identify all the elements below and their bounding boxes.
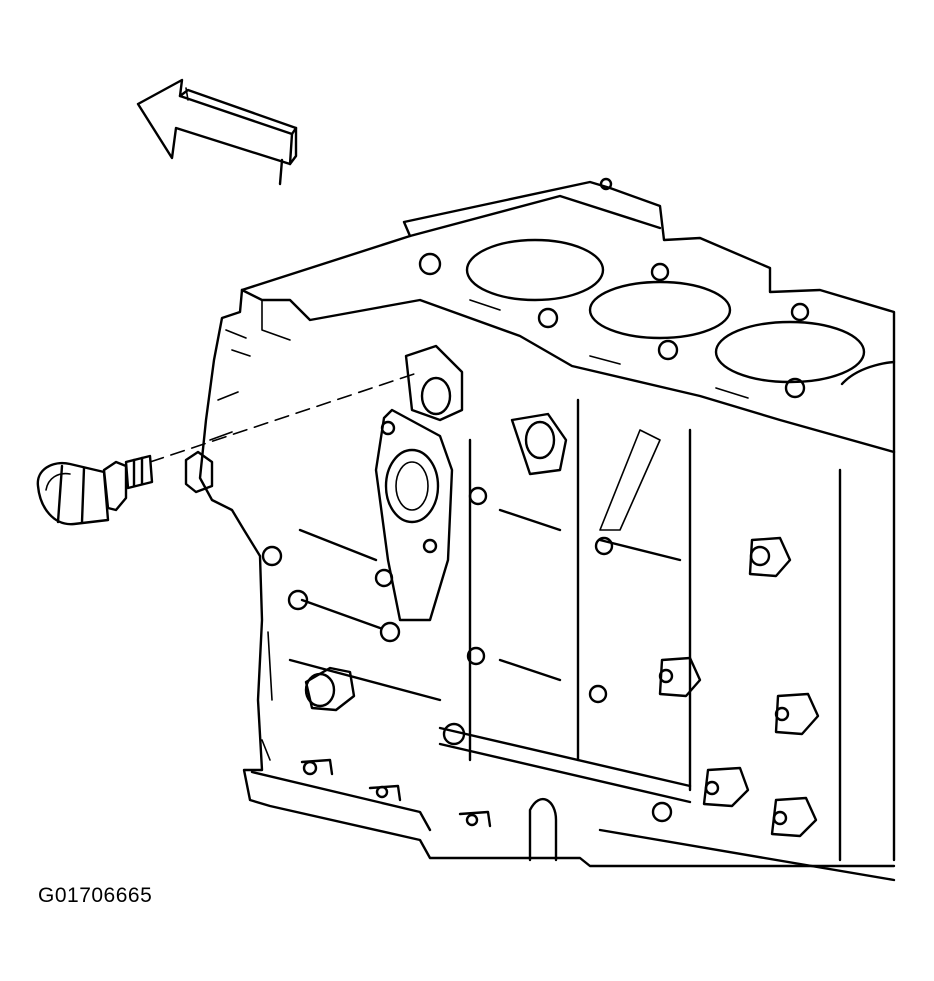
coolant-temperature-sensor (36, 454, 154, 526)
figure-code: G01706665 (38, 884, 153, 907)
install-guide-line (149, 371, 421, 463)
engine-block (184, 177, 896, 882)
front-direction-arrow (136, 78, 298, 186)
